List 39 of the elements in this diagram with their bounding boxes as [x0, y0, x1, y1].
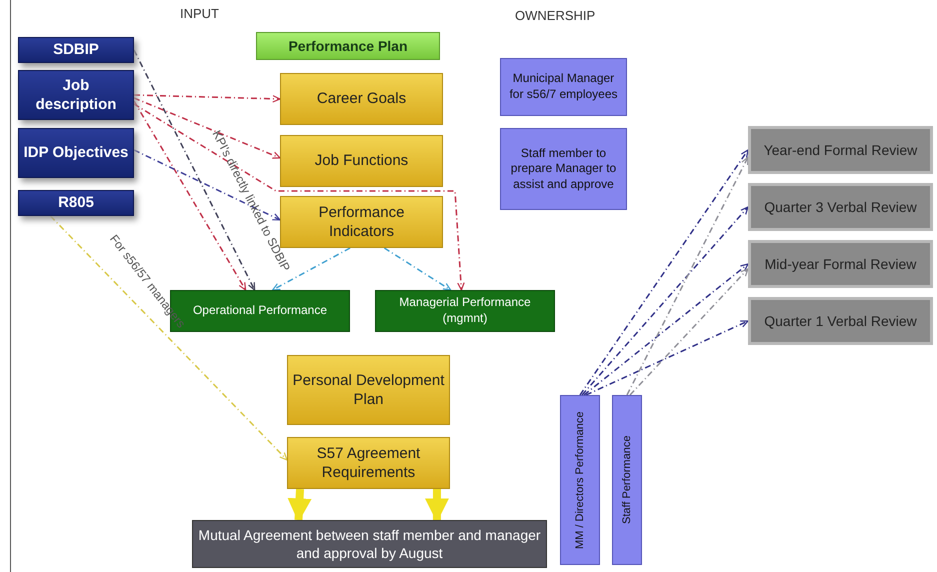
review-box: Year-end Formal Review: [748, 126, 933, 174]
review-box: Mid-year Formal Review: [748, 240, 933, 288]
arrow: [50, 215, 288, 460]
plan-box: Performance Indicators: [280, 196, 443, 248]
input-box: R805: [18, 190, 134, 216]
arrow: [133, 50, 256, 291]
plan-box: S57 Agreement Requirements: [287, 437, 450, 489]
agreement-box: Mutual Agreement between staff member and manager and approval by August: [192, 520, 547, 568]
plan-box: Job Functions: [280, 135, 443, 187]
arrow: [579, 149, 749, 396]
arrow: [134, 94, 281, 103]
input-box: IDP Objectives: [18, 128, 134, 178]
arrow: [134, 97, 281, 159]
arrow: [586, 320, 749, 396]
section-heading: INPUT: [180, 6, 219, 21]
block-arrow: [424, 489, 449, 522]
review-box: Quarter 3 Verbal Review: [748, 183, 933, 231]
block-arrow: [288, 488, 312, 522]
arrow: [133, 100, 246, 291]
performance-box: Managerial Performance (mgmnt): [375, 290, 555, 332]
arrow: [134, 149, 281, 221]
arrow: [384, 247, 452, 291]
arrow: [584, 263, 749, 396]
plan-header: Performance Plan: [256, 32, 440, 60]
ownership-box: Staff member to prepare Manager to assist and approve: [500, 128, 627, 210]
input-box: Job description: [18, 70, 134, 120]
arrow: [272, 247, 350, 291]
plan-box: Personal Development Plan: [287, 355, 450, 425]
section-heading: OWNERSHIP: [515, 8, 596, 23]
review-box: Quarter 1 Verbal Review: [748, 297, 933, 345]
arrow: [626, 156, 749, 396]
arrow: [581, 206, 749, 396]
performance-bar: Staff Performance: [612, 395, 642, 565]
ownership-box: Municipal Manager for s56/7 employees: [500, 58, 627, 116]
input-box: SDBIP: [18, 37, 134, 63]
plan-box: Career Goals: [280, 73, 443, 125]
performance-bar: MM / Directors Performance: [560, 395, 600, 565]
arrow: [629, 268, 749, 396]
arrow: [134, 103, 465, 291]
